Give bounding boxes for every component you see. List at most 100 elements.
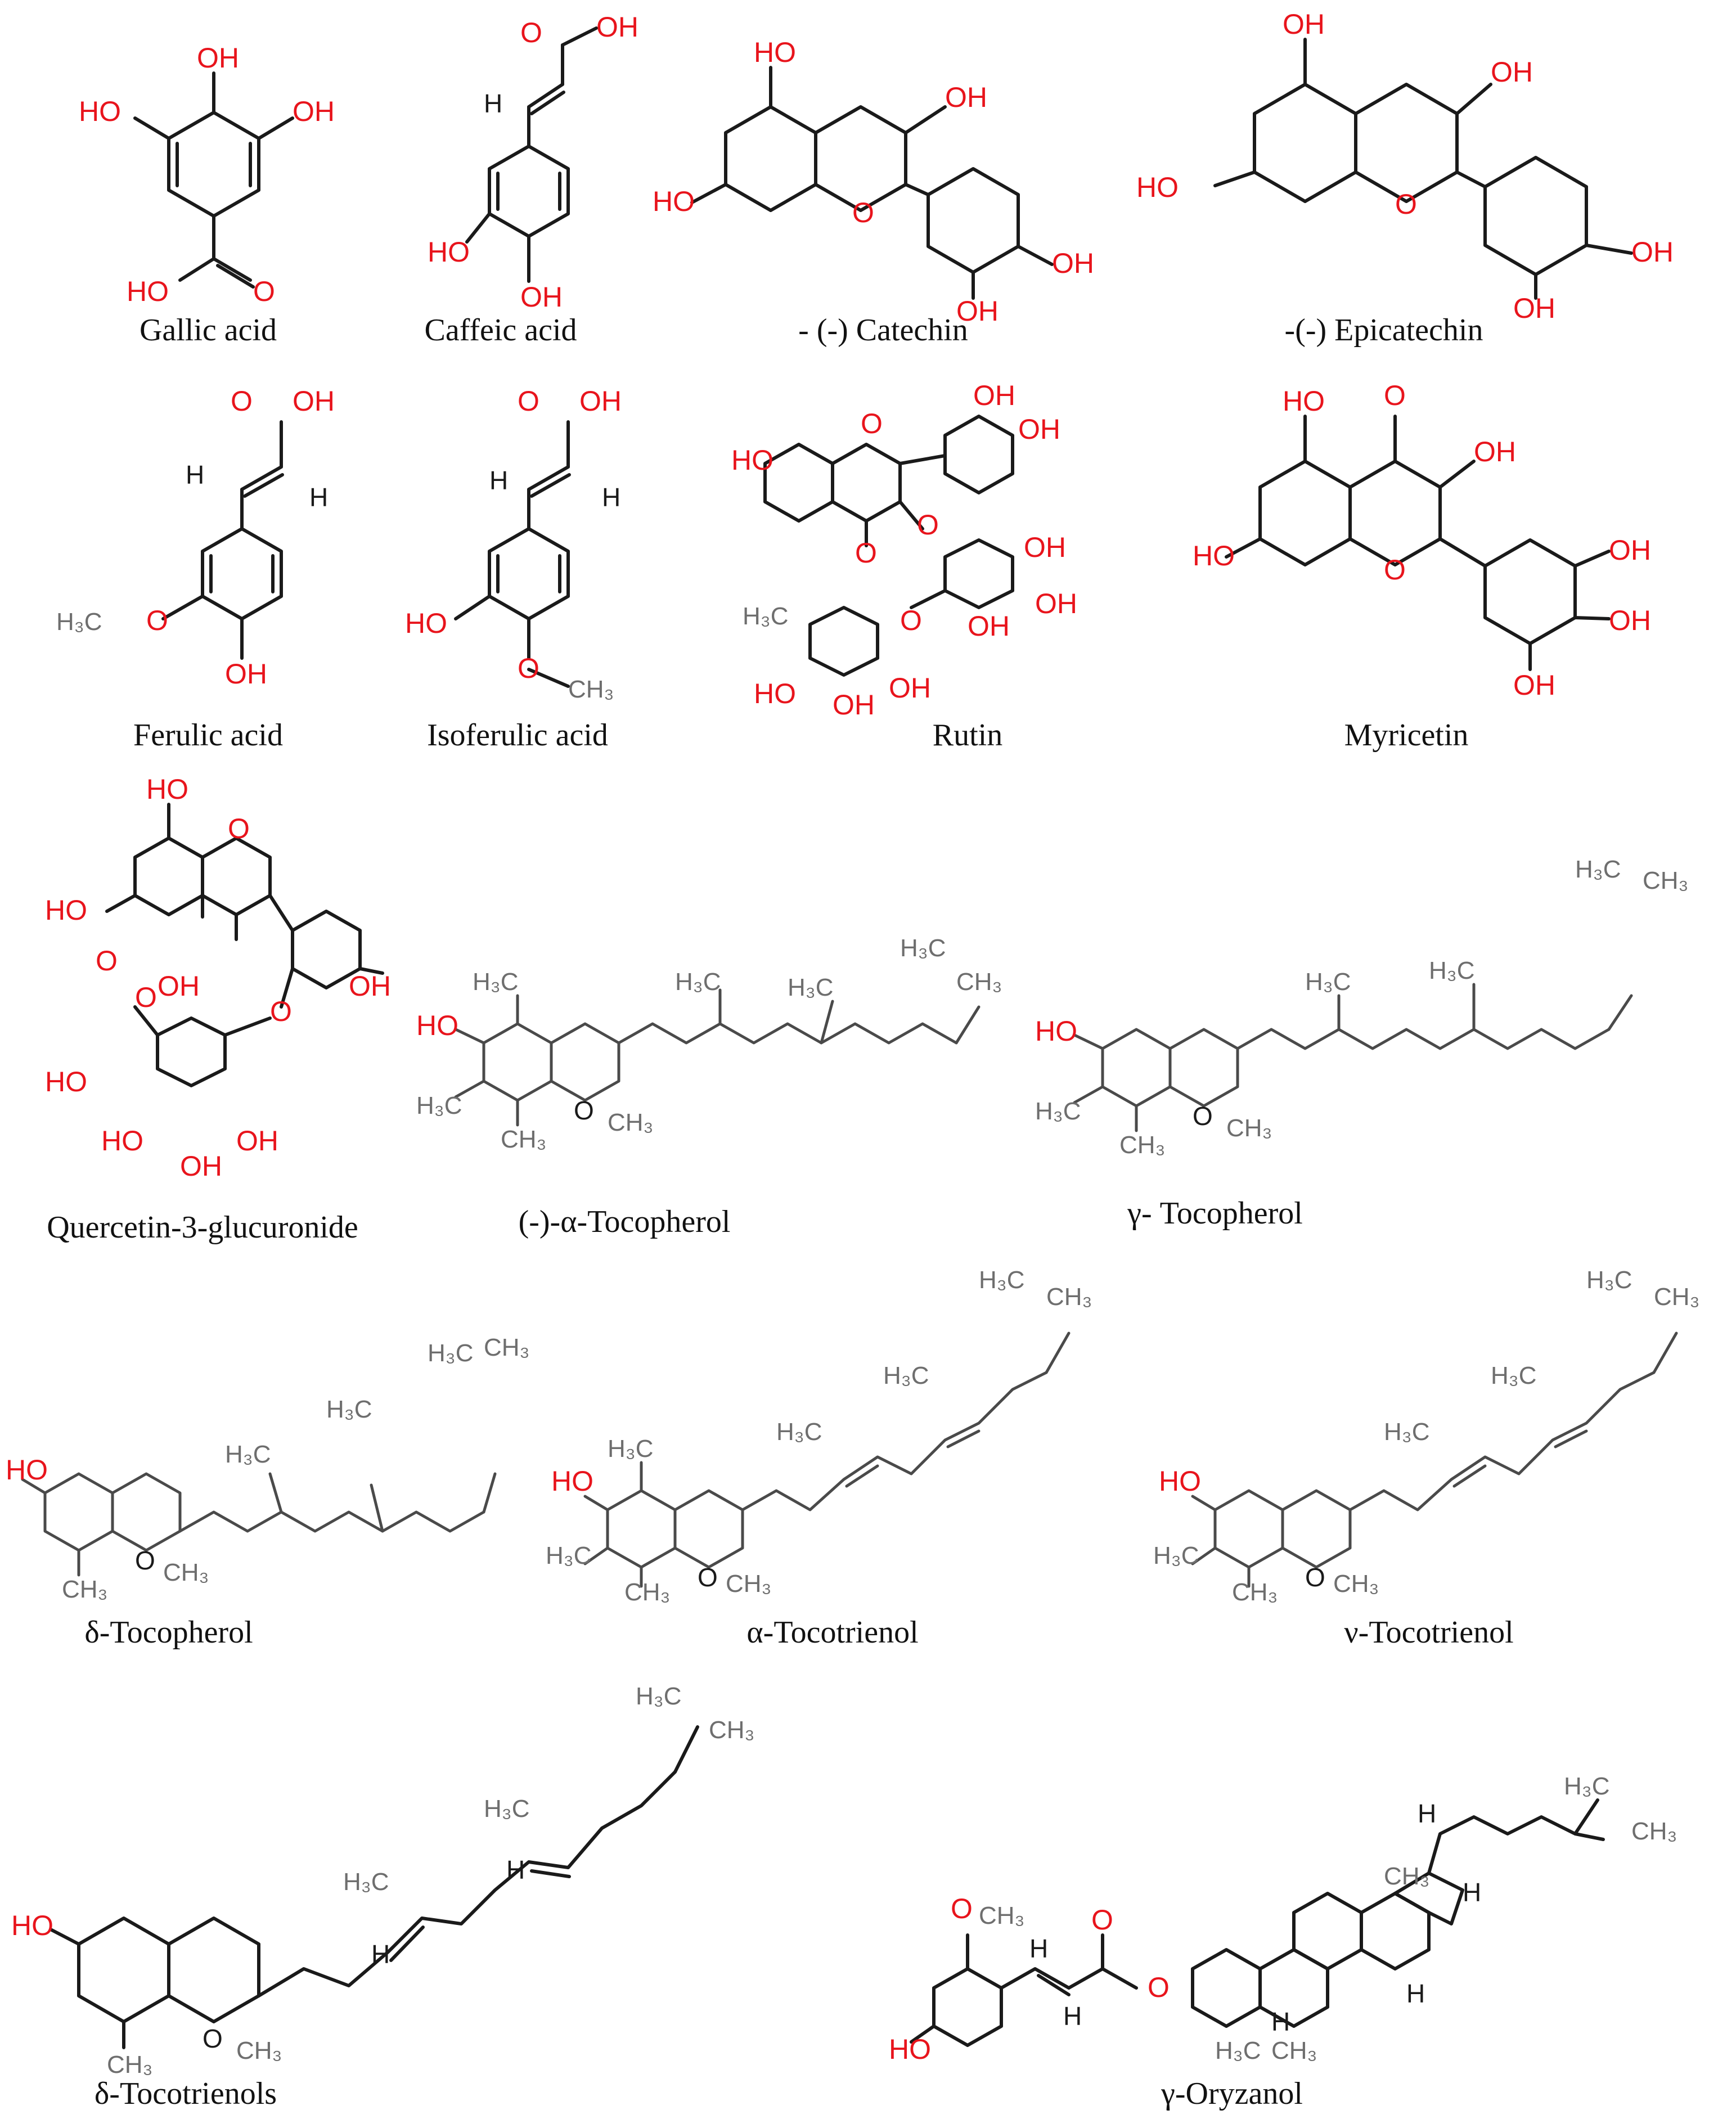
atom-h: H: [506, 1855, 525, 1884]
atom-o: O: [96, 945, 118, 977]
catechin-structure: HO OH HO O OH OH: [653, 37, 1094, 327]
atom-h3c: H₃C: [883, 1362, 929, 1389]
gamma-oryzanol-structure: O CH₃ HO H H O O H₃C CH₃ H H CH₃ H H H₃C…: [889, 1772, 1677, 2065]
atom-ch3: CH₃: [709, 1716, 754, 1744]
atom-o: O: [228, 813, 250, 844]
alpha-tocopherol-structure: H₃C HO H₃C CH₃ O CH₃ H₃C H₃C H₃C CH₃: [416, 934, 1002, 1153]
atom-h: H: [309, 483, 328, 512]
atom-oh: OH: [197, 42, 239, 74]
atom-o: O: [1193, 1101, 1213, 1131]
atom-ch3: CH₃: [484, 1334, 529, 1361]
caption-nu-tocotrienol: ν-Tocotrienol: [1344, 1615, 1514, 1650]
atom-ho: HO: [428, 236, 470, 268]
atom-h3c: H₃C: [1575, 856, 1621, 883]
atom-oh: OH: [1283, 8, 1325, 40]
atom-ho: HO: [6, 1454, 48, 1486]
atom-ho: HO: [405, 608, 447, 639]
atom-o: O: [231, 385, 253, 417]
isoferulic-acid-structure: H H O OH HO O CH₃: [405, 385, 622, 703]
atom-o: O: [1384, 380, 1406, 411]
atom-h3c: H₃C: [979, 1266, 1024, 1294]
atom-ch3: CH₃: [1384, 1862, 1429, 1890]
atom-oh: OH: [956, 295, 999, 327]
atom-o: O: [520, 17, 542, 48]
atom-h3c: H₃C: [1564, 1772, 1609, 1800]
atom-o: O: [253, 276, 275, 307]
atom-oh: OH: [973, 380, 1015, 411]
atom-ch3: CH₃: [163, 1559, 209, 1586]
atom-ch3: CH₃: [107, 2051, 152, 2078]
atom-o: O: [1395, 188, 1417, 220]
atom-ch3: CH₃: [1333, 1570, 1379, 1598]
atom-ch3: CH₃: [568, 676, 614, 703]
caption-quercetin-3-glucuronide: Quercetin-3-glucuronide: [47, 1210, 358, 1245]
atom-h3c: H₃C: [546, 1542, 591, 1569]
atom-oh: OH: [1018, 413, 1060, 445]
atom-oh: OH: [293, 385, 335, 417]
atom-oh: OH: [1609, 534, 1651, 566]
caption-alpha-tocotrienol: α-Tocotrienol: [746, 1615, 919, 1650]
myricetin-structure: HO O OH HO O OH OH OH: [1193, 380, 1651, 701]
atom-oh: OH: [180, 1150, 222, 1182]
atom-oh: OH: [1513, 293, 1555, 324]
atom-o: O: [518, 385, 539, 417]
atom-oh: OH: [579, 385, 622, 417]
caption-rutin: Rutin: [932, 718, 1003, 753]
atom-o: O: [518, 653, 539, 684]
atom-oh: OH: [596, 11, 638, 43]
caption-gamma-tocopherol: γ- Tocopherol: [1127, 1196, 1303, 1231]
atom-oh: OH: [236, 1125, 278, 1157]
atom-ch3: CH₃: [1119, 1131, 1165, 1159]
atom-oh: OH: [1024, 532, 1066, 563]
atom-ch3: CH₃: [236, 2037, 282, 2064]
caption-delta-tocopherol: δ-Tocopherol: [84, 1615, 253, 1650]
atom-ho: HO: [1035, 1015, 1077, 1047]
atom-h3c: H₃C: [56, 608, 102, 636]
atom-o: O: [135, 982, 157, 1013]
atom-ch3: CH₃: [62, 1576, 107, 1603]
atom-oh: OH: [1513, 669, 1555, 701]
atom-o: O: [270, 996, 292, 1027]
atom-o: O: [900, 605, 922, 636]
atom-oh: OH: [1491, 56, 1533, 88]
atom-ho: HO: [1193, 540, 1235, 572]
caption-gamma-oryzanol: γ-Oryzanol: [1161, 2076, 1303, 2111]
atom-h3c: H₃C: [343, 1868, 389, 1896]
atom-ch3: CH₃: [1046, 1283, 1092, 1311]
atom-h: H: [371, 1940, 390, 1969]
atom-ho: HO: [754, 37, 796, 68]
atom-h3c: H₃C: [900, 934, 946, 962]
atom-ho: HO: [146, 773, 188, 805]
atom-ho: HO: [1159, 1465, 1201, 1497]
atom-ch3: CH₃: [1631, 1817, 1677, 1845]
atom-ho: HO: [889, 2033, 931, 2065]
atom-ho: HO: [45, 1066, 87, 1097]
atom-oh: OH: [889, 672, 931, 704]
atom-ch3: CH₃: [979, 1902, 1024, 1929]
atom-ch3: CH₃: [608, 1109, 653, 1136]
atom-h: H: [1029, 1934, 1048, 1963]
caption-delta-tocotrienols: δ-Tocotrienols: [94, 2076, 277, 2111]
atom-h3c: H₃C: [1586, 1266, 1632, 1294]
atom-oh: OH: [1474, 436, 1516, 467]
epicatechin-structure: OH OH HO O OH OH: [1136, 8, 1674, 324]
atom-oh: OH: [349, 970, 391, 1002]
atom-o: O: [203, 2024, 223, 2053]
atom-ch3: CH₃: [1654, 1283, 1699, 1311]
atom-ho: HO: [127, 276, 169, 307]
atom-h3c: H₃C: [1035, 1097, 1081, 1125]
atom-ho: HO: [551, 1465, 593, 1497]
caption-ferulic-acid: Ferulic acid: [133, 718, 283, 753]
atom-h3c: H₃C: [1215, 2037, 1261, 2064]
nu-tocotrienol-structure: HO H₃C CH₃ O CH₃ H₃C H₃C H₃C CH₃: [1153, 1266, 1699, 1606]
atom-o: O: [1384, 554, 1406, 586]
atom-ch3: CH₃: [1226, 1114, 1272, 1142]
atom-ho: HO: [101, 1125, 143, 1157]
gamma-tocopherol-structure: HO H₃C CH₃ O CH₃ H₃C H₃C H₃C CH₃: [1035, 856, 1688, 1159]
atom-h3c: H₃C: [743, 602, 788, 630]
atom-h: H: [1463, 1878, 1481, 1907]
caption-caffeic-acid: Caffeic acid: [424, 313, 577, 348]
atom-ho: HO: [416, 1010, 458, 1041]
atom-o: O: [855, 537, 877, 569]
